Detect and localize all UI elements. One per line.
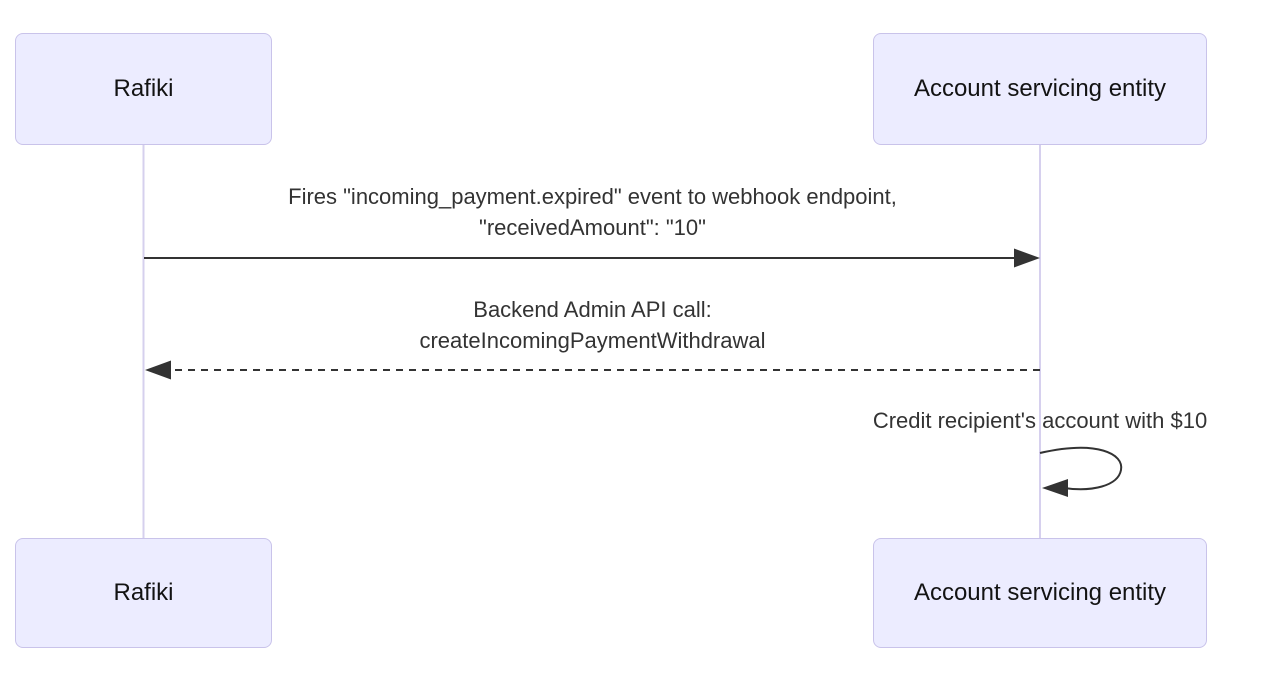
actor-box-rafiki-top: Rafiki <box>15 33 272 145</box>
actor-box-account-servicing-entity-top: Account servicing entity <box>873 33 1207 145</box>
message-line: "receivedAmount": "10" <box>479 215 706 240</box>
actor-label: Account servicing entity <box>913 579 1167 606</box>
arrowhead-right-icon <box>1014 248 1040 268</box>
arrowhead-left-icon <box>145 360 171 380</box>
message-line: Fires "incoming_payment.expired" event t… <box>288 184 897 209</box>
message-label-webhook-event: Fires "incoming_payment.expired" event t… <box>150 181 1035 243</box>
arrowhead-self-icon <box>1042 479 1068 497</box>
actor-label: Account servicing entity <box>913 75 1167 102</box>
solid-arrow <box>144 248 1040 268</box>
message-line: Credit recipient's account with $10 <box>872 408 1208 433</box>
self-loop-arrow <box>1039 446 1123 497</box>
actor-box-rafiki-bottom: Rafiki <box>15 538 272 648</box>
dashed-arrow <box>145 360 1040 380</box>
message-line: Backend Admin API call: <box>473 297 712 322</box>
actor-box-account-servicing-entity-bottom: Account servicing entity <box>873 538 1207 648</box>
actor-label: Rafiki <box>113 579 174 606</box>
message-label-backend-admin-api-call: Backend Admin API call: createIncomingPa… <box>150 294 1035 356</box>
message-line: createIncomingPaymentWithdrawal <box>419 328 766 353</box>
message-label-credit-recipient-account: Credit recipient's account with $10 <box>740 408 1276 434</box>
actor-label: Rafiki <box>113 75 174 102</box>
